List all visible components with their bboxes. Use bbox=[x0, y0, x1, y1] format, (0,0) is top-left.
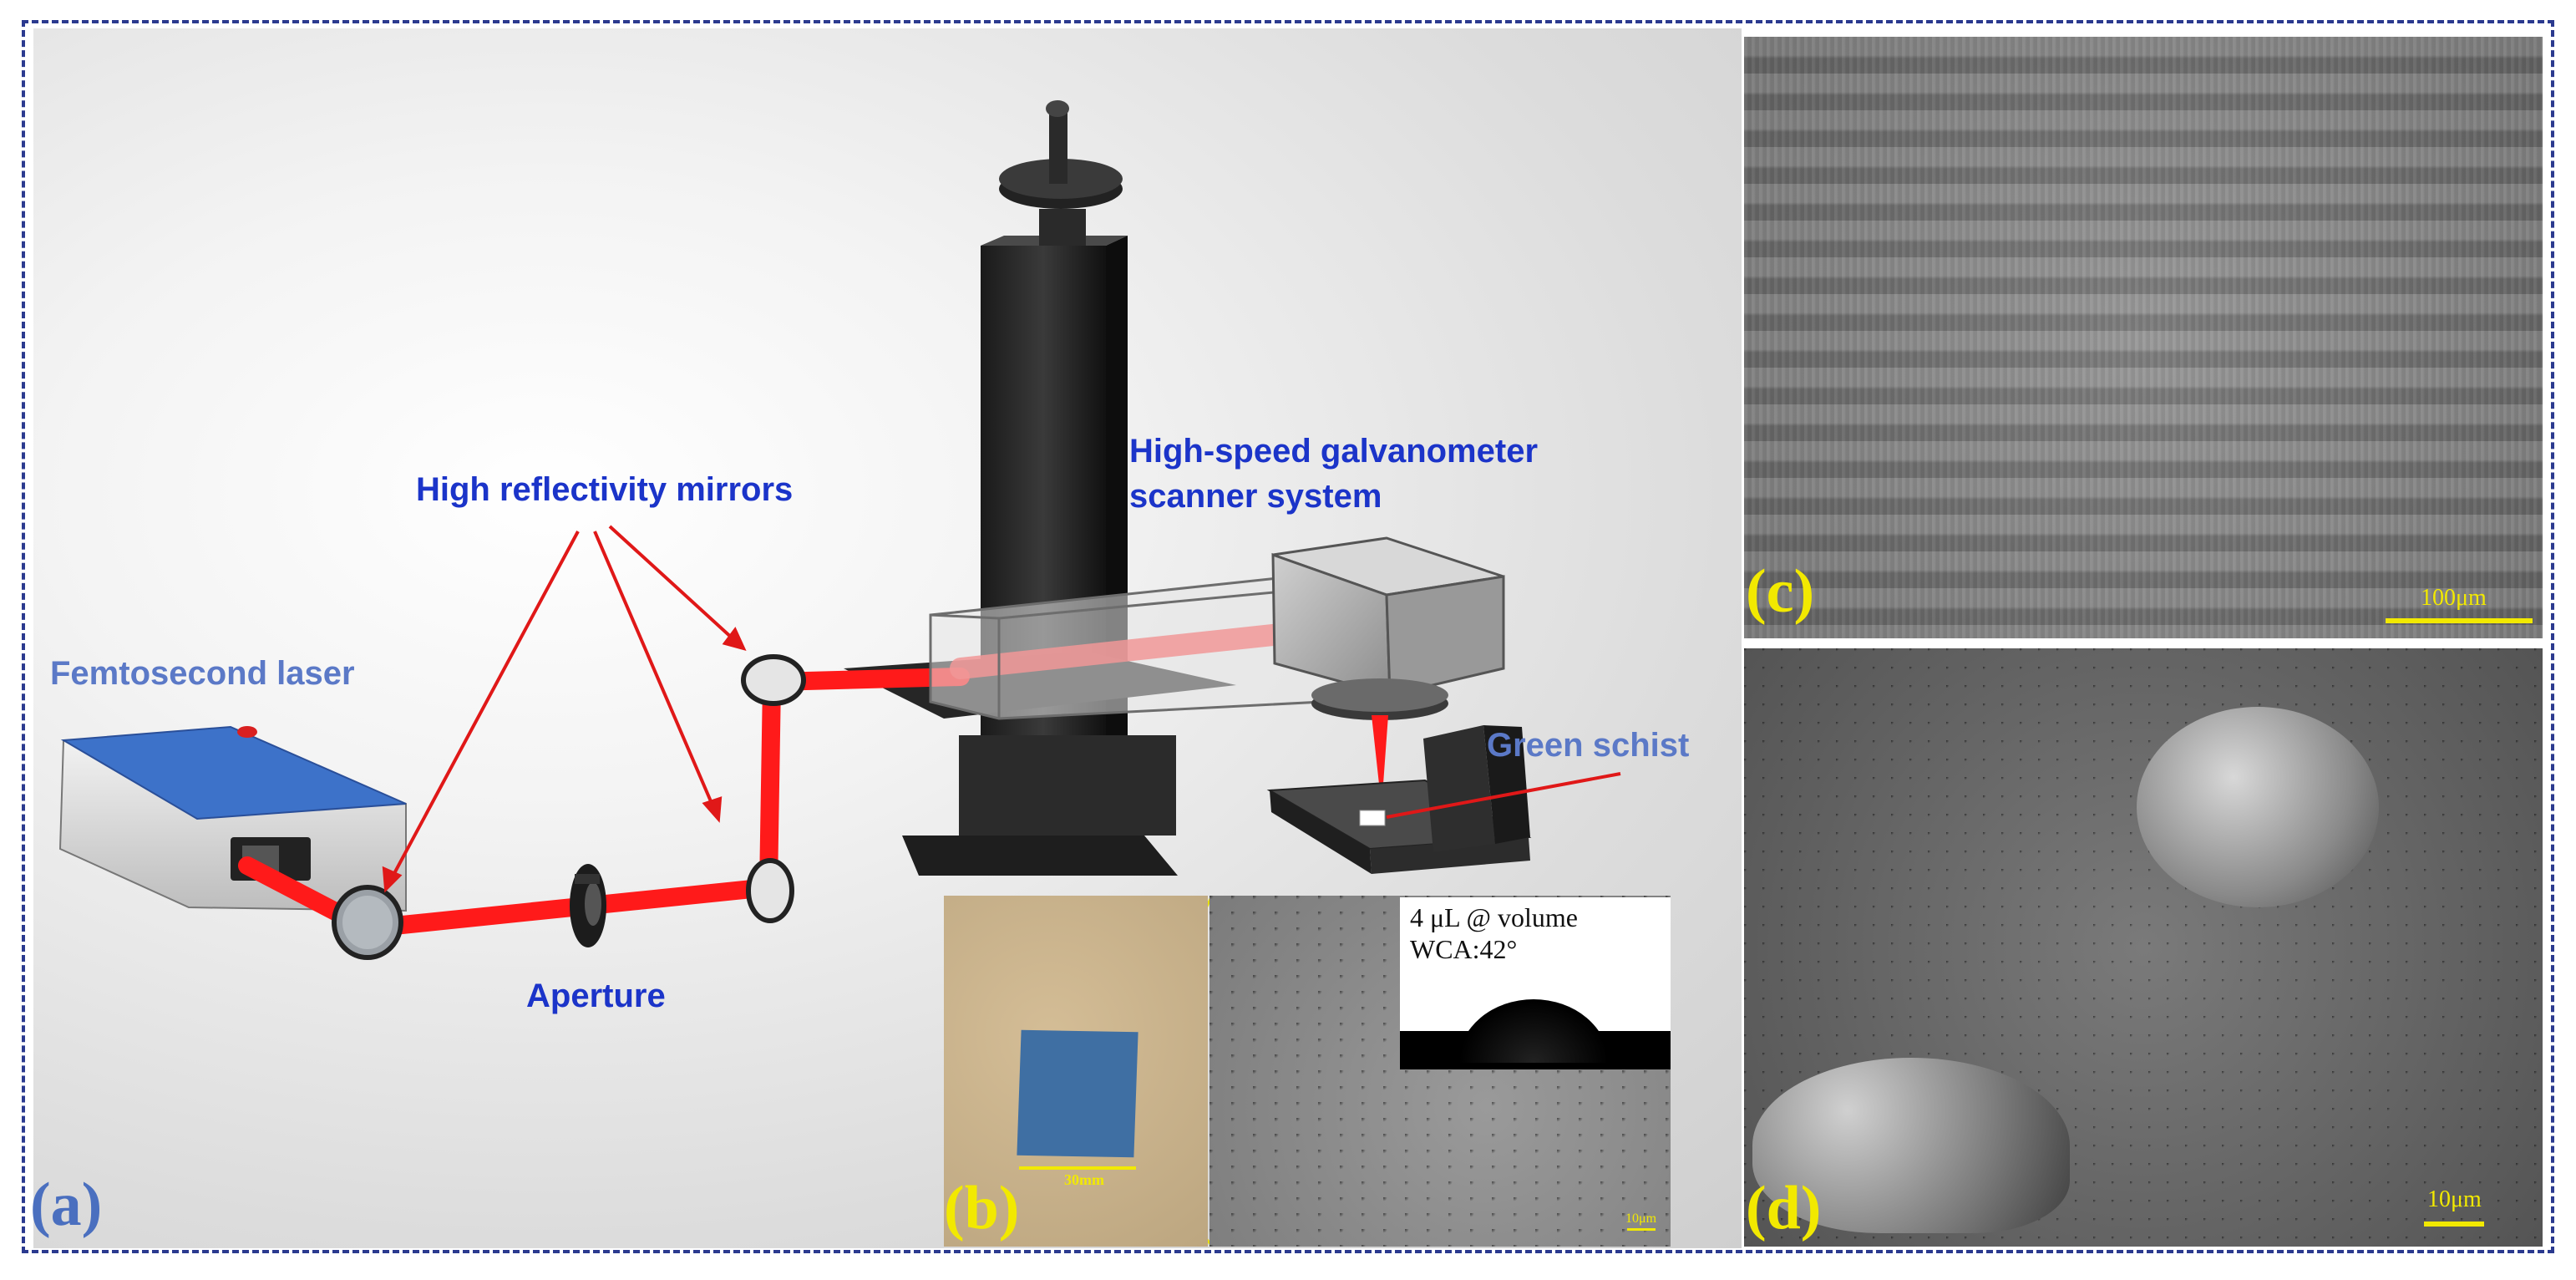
mirror-3-icon bbox=[746, 858, 794, 923]
panel-d-tag: (d) bbox=[1746, 1174, 1822, 1242]
figure-border bbox=[22, 20, 2554, 1253]
aperture-icon bbox=[570, 864, 606, 947]
contact-angle-text: WCA:42° bbox=[1410, 934, 1518, 964]
mirror-2-icon bbox=[741, 654, 806, 706]
femtosecond-laser-icon bbox=[58, 725, 407, 912]
particle-lower bbox=[1752, 1058, 2070, 1233]
femtosecond-laser-label: Femtosecond laser bbox=[50, 655, 355, 692]
panel-c-scalebar bbox=[2386, 618, 2533, 623]
panel-a-tag: (a) bbox=[30, 1171, 103, 1239]
panel-d-scalebar bbox=[2424, 1222, 2484, 1227]
galvanometer-label-line1: High-speed galvanometer bbox=[1129, 433, 1539, 470]
galvanometer-label-line2: scanner system bbox=[1129, 478, 1382, 515]
sample-holder bbox=[1266, 725, 1532, 874]
particle-large bbox=[2137, 707, 2379, 907]
sample-photo: 30mm bbox=[944, 896, 1208, 1247]
annotation-arrows bbox=[382, 525, 1621, 893]
photo-scale-text: 30mm bbox=[1064, 1171, 1104, 1188]
inset-b-scalebar bbox=[1627, 1228, 1656, 1231]
panel-c-scale-text: 100μm bbox=[2421, 585, 2487, 611]
mirror-1-icon bbox=[332, 885, 403, 960]
green-schist-label: Green schist bbox=[1487, 727, 1690, 764]
mirrors-label: High reflectivity mirrors bbox=[416, 471, 794, 508]
droplet-volume-text: 4 μL @ volume bbox=[1410, 902, 1578, 932]
contact-angle-image: 4 μL @ volume WCA:42° bbox=[1400, 897, 1671, 1069]
panel-d-scale-text: 10μm bbox=[2427, 1186, 2482, 1212]
panel-b-tag: (b) bbox=[944, 1174, 1020, 1242]
photo-scalebar bbox=[1019, 1166, 1136, 1170]
panel-c-tag: (c) bbox=[1746, 557, 1815, 626]
panel-c-sem-image: 100μm bbox=[1744, 37, 2543, 638]
galvanometer-scanner-icon bbox=[1271, 536, 1505, 807]
panel-d-sem-image: 10μm bbox=[1744, 648, 2543, 1247]
inset-b-scale-text: 10μm bbox=[1625, 1211, 1657, 1226]
aperture-label: Aperture bbox=[526, 978, 666, 1014]
